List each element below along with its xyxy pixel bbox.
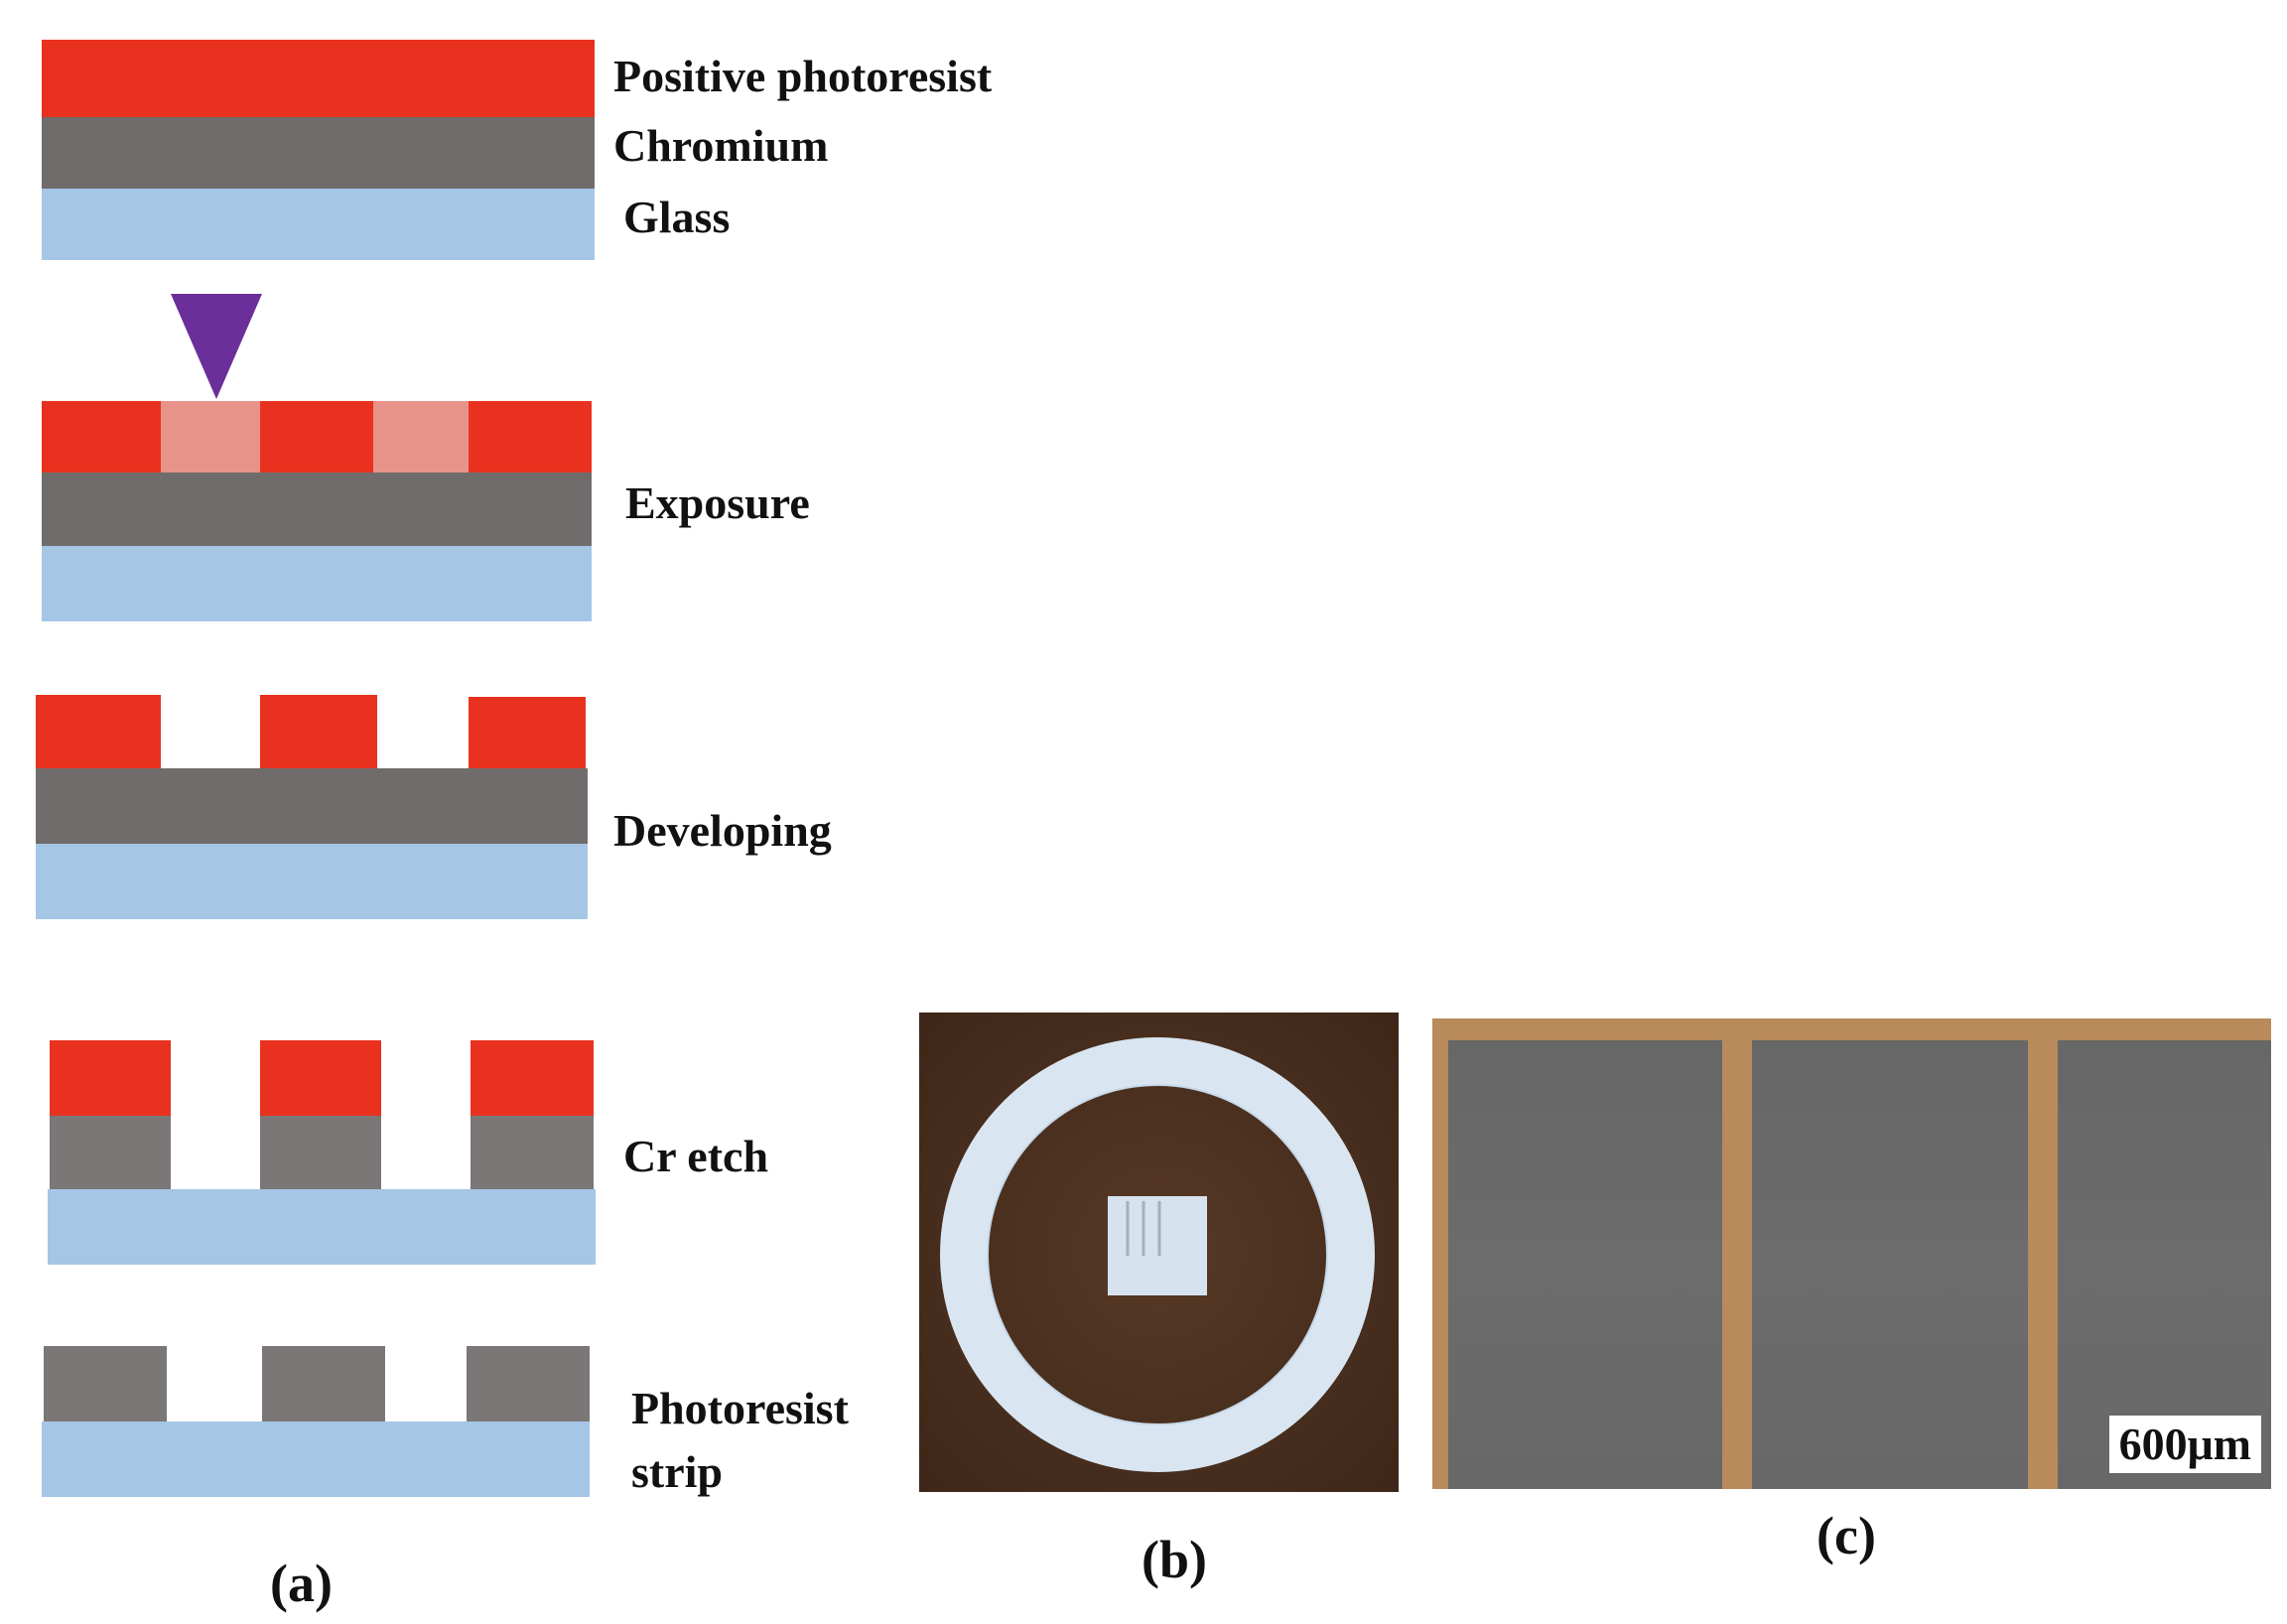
label-exposure: Exposure (625, 477, 810, 528)
scale-bar-label: 600μm (2108, 1416, 2261, 1473)
glass-layer (42, 189, 595, 260)
label-photoresist: Photoresist (631, 1383, 849, 1433)
glass-layer (36, 844, 588, 919)
photomask-square-pattern (1108, 1196, 1207, 1295)
exposed-photoresist-block (373, 401, 469, 473)
photoresist-block (36, 695, 161, 768)
micrograph-photo: 600μm (1432, 1018, 2271, 1489)
photoresist-block (260, 1040, 381, 1116)
photoresist-block (42, 401, 161, 473)
chromium-cell (2058, 1040, 2271, 1489)
photomask-photo (919, 1013, 1399, 1492)
photomask-ring (940, 1037, 1375, 1472)
ring-inner-edge (987, 1084, 1328, 1425)
caption-a: (a) (270, 1554, 333, 1613)
chromium-cell (1448, 1040, 1722, 1489)
uv-exposure-arrow-icon (171, 294, 262, 399)
caption-b: (b) (1142, 1530, 1207, 1589)
label-developing: Developing (613, 805, 832, 856)
chromium-block (44, 1346, 167, 1423)
photoresist-block (260, 401, 373, 473)
label-glass: Glass (623, 192, 731, 242)
glass-layer (42, 1421, 590, 1497)
photoresist-block (471, 1040, 594, 1116)
label-cr-etch: Cr etch (623, 1131, 769, 1181)
chromium-block (260, 1116, 381, 1189)
glass-layer (48, 1189, 596, 1265)
photoresist-block (50, 1040, 171, 1116)
chromium-block (471, 1116, 594, 1189)
chromium-layer (42, 117, 595, 189)
chromium-layer (42, 473, 592, 546)
chromium-layer (36, 768, 588, 844)
photoresist-block (469, 697, 586, 768)
chromium-block (467, 1346, 590, 1423)
label-chromium: Chromium (613, 120, 829, 171)
caption-c: (c) (1816, 1506, 1876, 1565)
label-positive-photoresist: Positive photoresist (613, 51, 993, 101)
label-strip: strip (631, 1446, 723, 1497)
photoresist-block (469, 401, 592, 473)
photoresist-block (260, 695, 377, 768)
chromium-cell (1752, 1040, 2028, 1489)
photoresist-layer (42, 40, 595, 117)
exposed-photoresist-block (161, 401, 260, 473)
chromium-block (262, 1346, 385, 1423)
chromium-block (50, 1116, 171, 1189)
glass-layer (42, 546, 592, 621)
